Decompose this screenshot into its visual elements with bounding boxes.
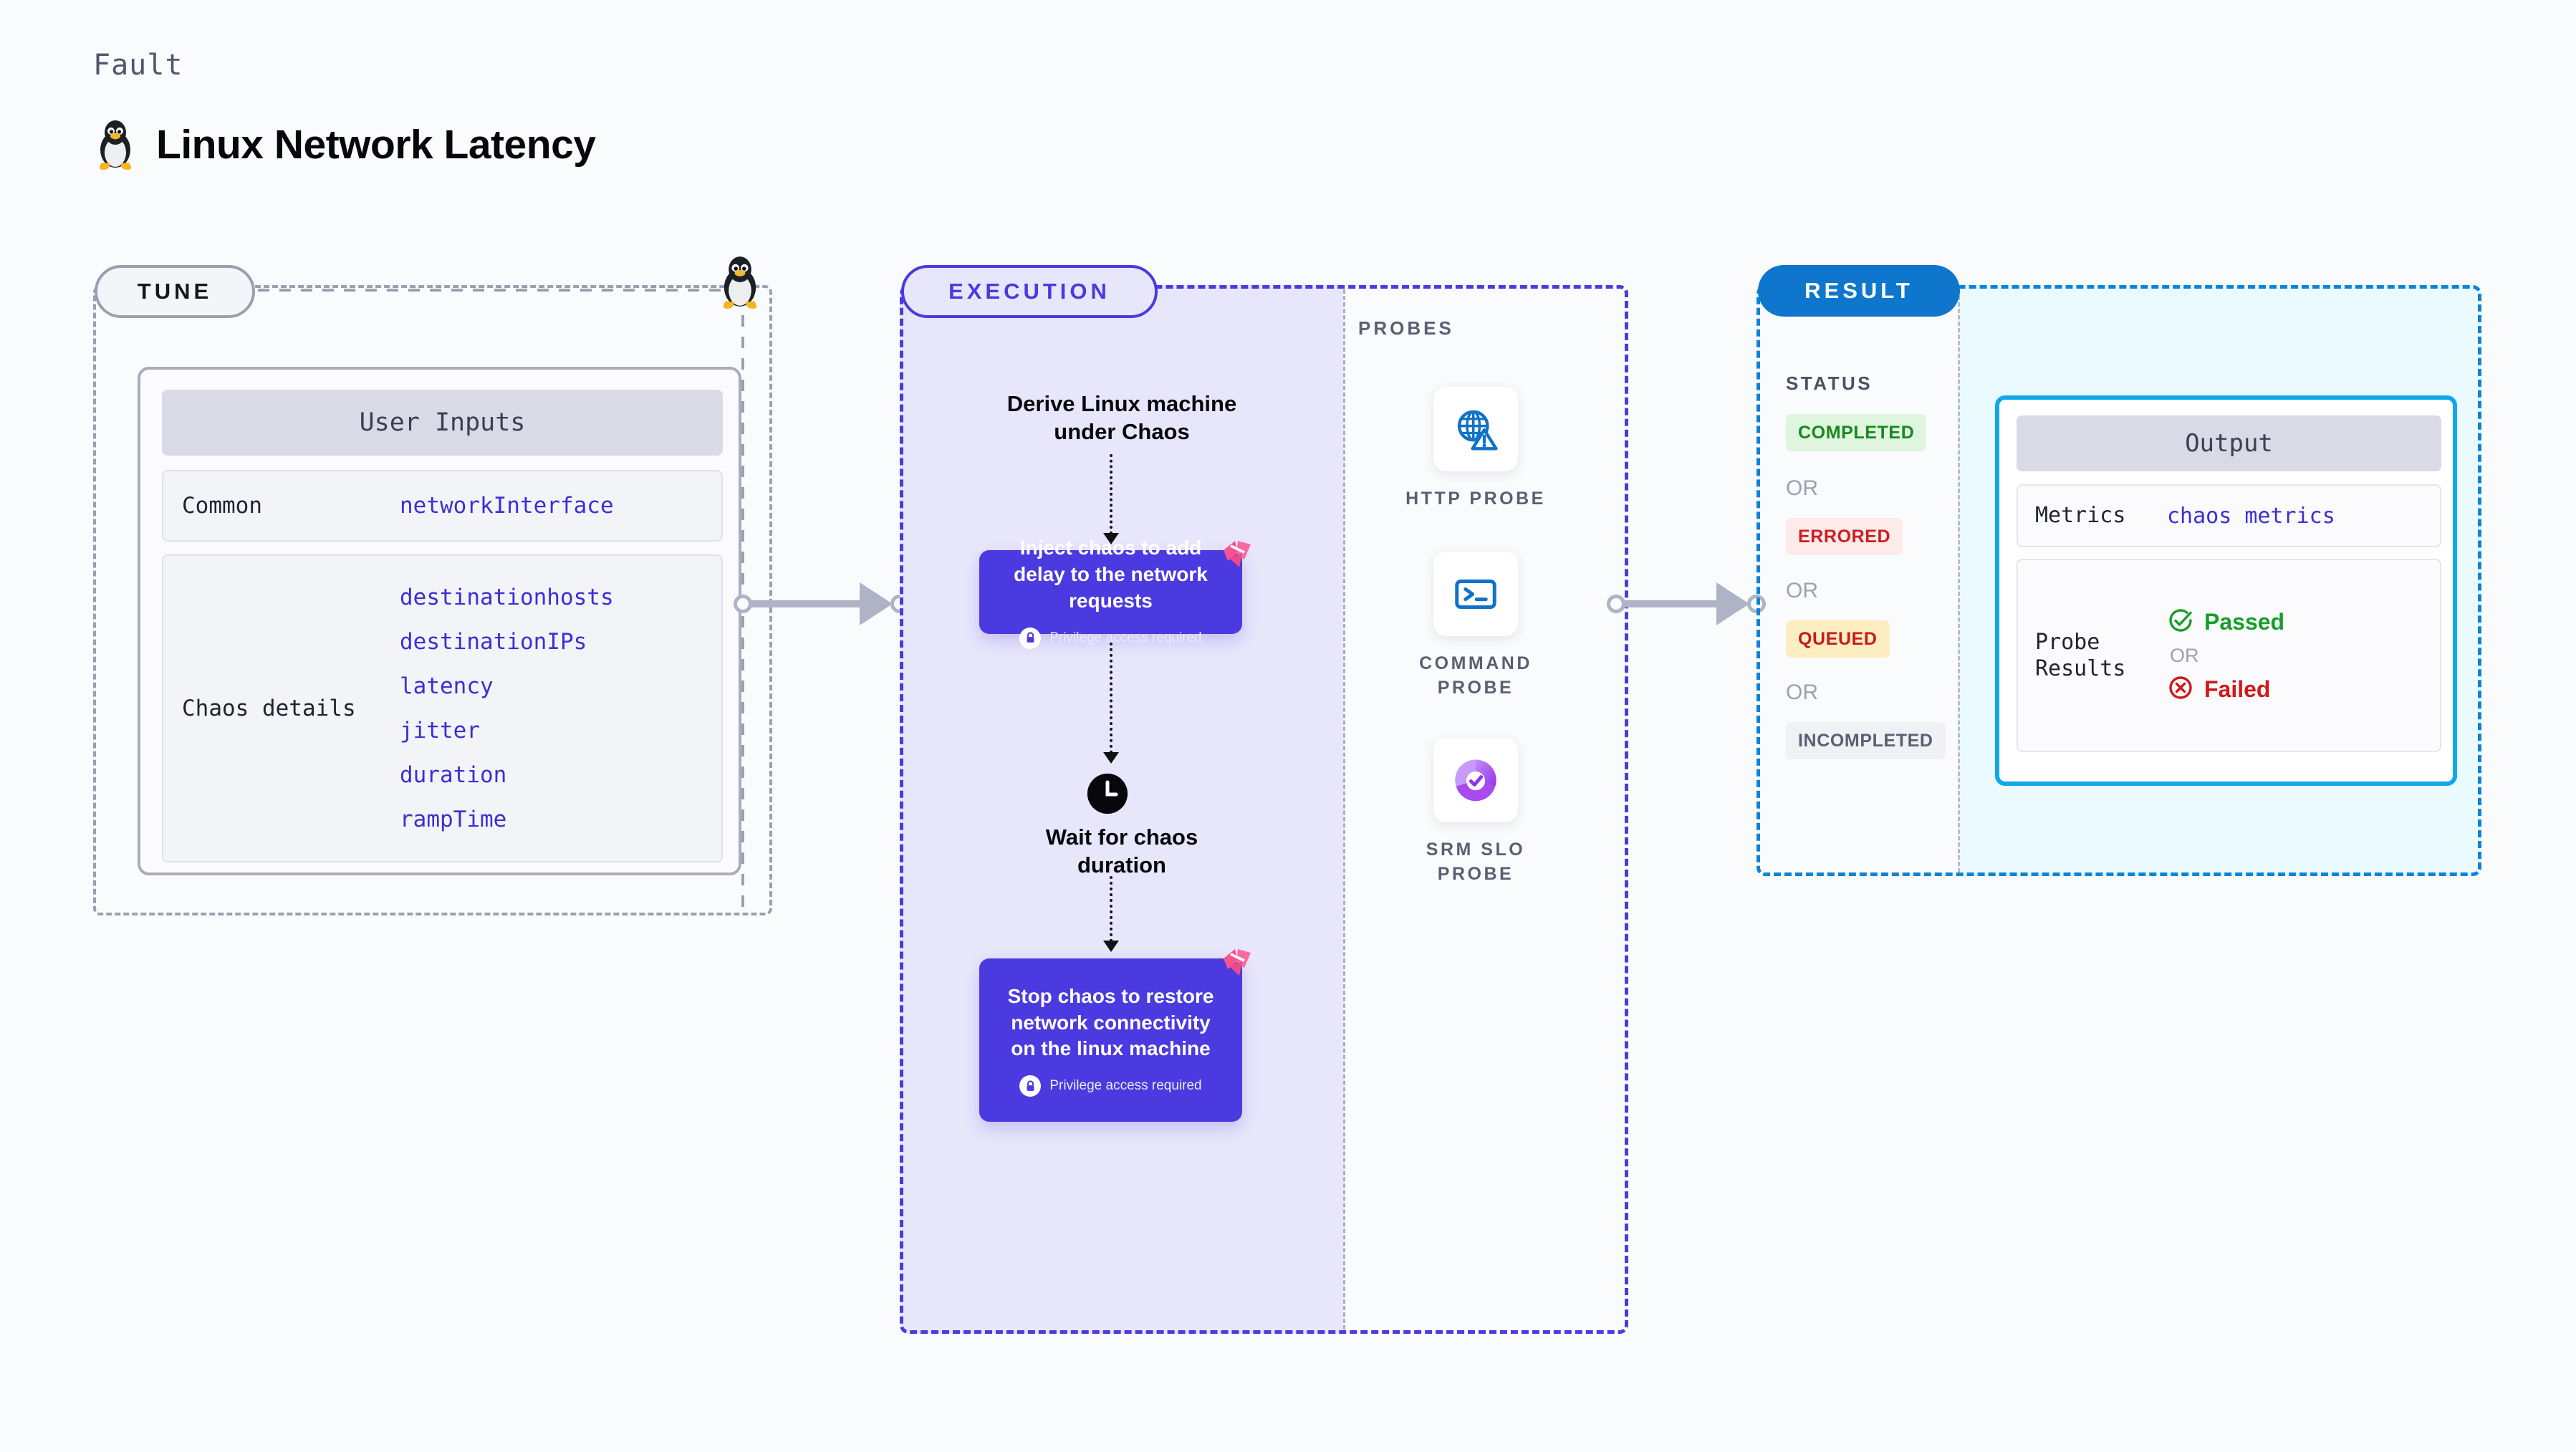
probe-command[interactable]: COMMAND PROBE (1390, 552, 1562, 701)
output-title: Output (2017, 415, 2441, 471)
probe-result-passed: Passed (2167, 607, 2284, 638)
status-badge-queued: QUEUED (1786, 620, 1890, 658)
linux-tux-icon-connector (716, 254, 764, 314)
output-card: Output Metrics chaos metrics Probe Resul… (1995, 395, 2457, 786)
harness-chaos-icon (1221, 947, 1254, 984)
tune-input-latency[interactable]: latency (400, 673, 494, 699)
execution-fill (900, 285, 1343, 1334)
output-metrics-label: Metrics (2035, 503, 2126, 529)
linux-tux-icon (93, 118, 138, 171)
lock-icon (1019, 1075, 1042, 1097)
privilege-badge: Privilege access required (1019, 1075, 1202, 1097)
execution-step-stop-chaos-text: Stop chaos to restore network connectivi… (1007, 984, 1214, 1060)
tune-pill[interactable]: TUNE (95, 265, 255, 318)
privilege-badge-text: Privilege access required (1049, 630, 1202, 645)
tune-row-label: Chaos details (182, 696, 356, 721)
check-circle-icon (2167, 607, 2194, 638)
probe-http[interactable]: HTTP PROBE (1390, 387, 1562, 511)
tune-row-chaos-details: Chaos details destinationhosts destinati… (162, 554, 723, 862)
status-or: OR (1786, 681, 1818, 704)
status-badge-incompleted: INCOMPLETED (1786, 722, 1946, 759)
globe-warning-icon (1433, 387, 1518, 471)
x-circle-icon (2167, 674, 2194, 705)
execution-step-inject-chaos[interactable]: Inject chaos to add delay to the network… (979, 537, 1242, 649)
user-inputs-card: User Inputs Common networkInterface Chao… (138, 367, 741, 875)
probe-result-failed: Failed (2167, 674, 2284, 705)
output-metrics-value[interactable]: chaos metrics (2167, 503, 2335, 529)
probe-srm-slo[interactable]: SRM SLO PROBE (1390, 738, 1562, 887)
status-badge-completed: COMPLETED (1786, 414, 1927, 451)
slo-donut-check-icon (1433, 738, 1518, 822)
status-divider (1958, 289, 1960, 872)
tune-row-values: destinationhosts destinationIPs latency … (400, 585, 614, 832)
probe-label: SRM SLO PROBE (1426, 840, 1526, 884)
harness-chaos-icon (1221, 539, 1254, 575)
probe-result-passed-text: Passed (2204, 608, 2285, 635)
tune-row-label: Common (182, 493, 262, 519)
probe-result-values: Passed OR Failed (2167, 607, 2284, 705)
privilege-badge: Privilege access required (1019, 627, 1202, 649)
page-title: Linux Network Latency (156, 122, 596, 168)
tune-input-networkinterface[interactable]: networkInterface (400, 493, 614, 519)
page-title-row: Linux Network Latency (93, 118, 596, 171)
probe-label: COMMAND PROBE (1419, 653, 1532, 698)
status-or: OR (1786, 476, 1818, 500)
execution-step-wait: Wait for chaos duration (1045, 824, 1198, 878)
tune-input-destinationhosts[interactable]: destinationhosts (400, 585, 614, 610)
result-pill[interactable]: RESULT (1758, 265, 1960, 317)
user-inputs-title: User Inputs (162, 390, 723, 456)
tune-right-dashed-line (741, 315, 744, 915)
tune-input-ramptime[interactable]: rampTime (400, 807, 507, 832)
page-kicker: Fault (93, 49, 183, 82)
tune-input-duration[interactable]: duration (400, 762, 507, 788)
execution-step-derive: Derive Linux machine under Chaos (1006, 391, 1237, 444)
tune-input-destinationips[interactable]: destinationIPs (400, 629, 587, 655)
probe-label: HTTP PROBE (1405, 489, 1546, 509)
status-badge-errored: ERRORED (1786, 518, 1903, 555)
privilege-badge-text: Privilege access required (1049, 1078, 1202, 1094)
probes-divider (1343, 289, 1345, 1330)
output-probe-results-label: Probe Results (2035, 629, 2126, 682)
result-panel (1756, 285, 2481, 876)
terminal-icon (1433, 552, 1518, 636)
clock-icon (1087, 774, 1128, 814)
execution-step-stop-chaos[interactable]: Stop chaos to restore network connectivi… (979, 958, 1242, 1122)
execution-panel (900, 285, 1628, 1334)
probe-result-or: OR (2170, 644, 2199, 666)
tune-dashed-connector (258, 289, 727, 292)
status-section-label: STATUS (1786, 372, 1873, 394)
tune-row-values: networkInterface (400, 493, 614, 519)
output-row-probe-results: Probe Results Passed OR (2017, 559, 2441, 752)
execution-step-inject-chaos-text: Inject chaos to add delay to the network… (1014, 537, 1208, 612)
output-row-metrics: Metrics chaos metrics (2017, 484, 2441, 547)
probe-result-failed-text: Failed (2204, 675, 2271, 702)
tune-input-jitter[interactable]: jitter (400, 718, 480, 744)
tune-row-common: Common networkInterface (162, 470, 723, 542)
probes-section-label: PROBES (1358, 317, 1454, 339)
status-or: OR (1786, 579, 1818, 602)
execution-pill[interactable]: EXECUTION (901, 265, 1158, 318)
lock-icon (1019, 627, 1042, 649)
